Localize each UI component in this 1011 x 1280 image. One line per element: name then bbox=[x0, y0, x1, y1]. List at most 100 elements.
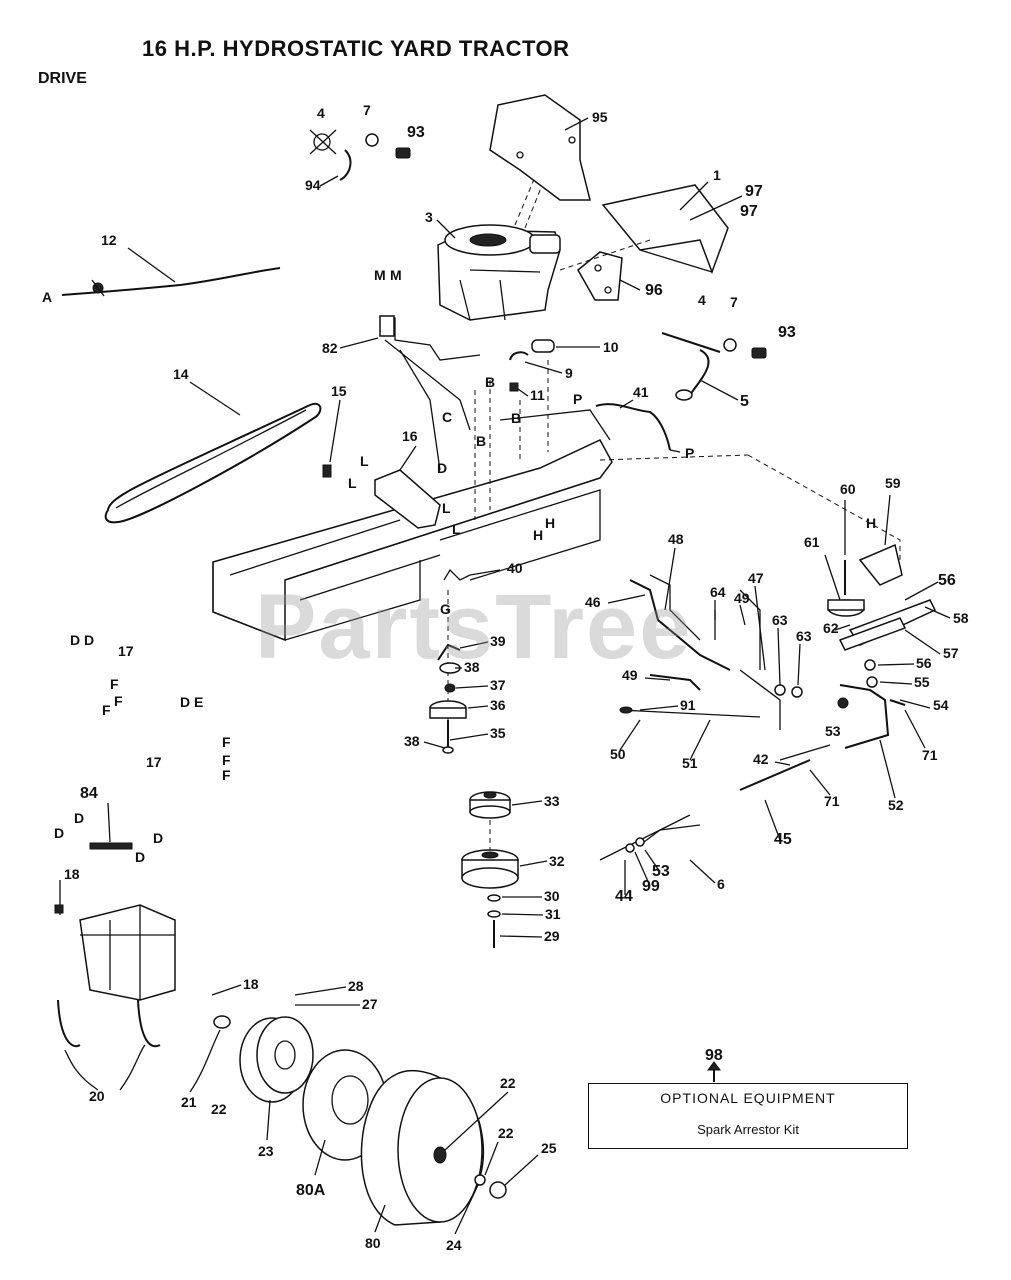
svg-text:58: 58 bbox=[953, 610, 969, 626]
svg-text:33: 33 bbox=[544, 793, 560, 809]
svg-text:16: 16 bbox=[402, 428, 418, 444]
svg-text:5: 5 bbox=[740, 393, 749, 410]
optional-equipment-ref: 98 bbox=[705, 1047, 723, 1064]
svg-text:P: P bbox=[685, 445, 694, 461]
svg-text:18: 18 bbox=[243, 976, 259, 992]
svg-text:B: B bbox=[485, 374, 495, 390]
rod-41 bbox=[595, 403, 681, 453]
svg-text:55: 55 bbox=[914, 674, 930, 690]
tractor-frame bbox=[212, 409, 901, 642]
svg-text:1: 1 bbox=[713, 167, 721, 183]
svg-text:A: A bbox=[42, 289, 52, 305]
svg-text:38: 38 bbox=[404, 733, 420, 749]
svg-text:H: H bbox=[533, 527, 543, 543]
svg-text:39: 39 bbox=[490, 633, 506, 649]
svg-text:D: D bbox=[54, 825, 64, 841]
svg-text:97: 97 bbox=[740, 203, 758, 220]
svg-text:57: 57 bbox=[943, 645, 959, 661]
transmission bbox=[54, 842, 176, 1048]
svg-text:9: 9 bbox=[565, 365, 573, 381]
svg-text:38: 38 bbox=[464, 659, 480, 675]
svg-text:M: M bbox=[390, 267, 402, 283]
optional-equipment-box: OPTIONAL EQUIPMENT Spark Arrestor Kit bbox=[588, 1083, 908, 1149]
svg-text:L: L bbox=[442, 500, 451, 516]
svg-text:6: 6 bbox=[717, 876, 725, 892]
svg-text:45: 45 bbox=[774, 831, 792, 848]
svg-text:4: 4 bbox=[317, 105, 325, 121]
svg-text:29: 29 bbox=[544, 928, 560, 944]
svg-text:L: L bbox=[348, 475, 357, 491]
svg-text:91: 91 bbox=[680, 697, 696, 713]
svg-text:F: F bbox=[222, 767, 231, 783]
svg-text:12: 12 bbox=[101, 232, 117, 248]
svg-text:40: 40 bbox=[507, 560, 523, 576]
svg-text:63: 63 bbox=[772, 612, 788, 628]
svg-text:36: 36 bbox=[490, 697, 506, 713]
callout-labels: 4 7 93 94 95 1 97 97 3 12 A M M 96 4 7 9… bbox=[42, 102, 969, 1253]
svg-text:F: F bbox=[110, 676, 119, 692]
fittings bbox=[509, 339, 555, 392]
tire-assembly bbox=[302, 1049, 507, 1226]
svg-text:99: 99 bbox=[642, 878, 660, 895]
svg-text:64: 64 bbox=[710, 584, 726, 600]
svg-text:4: 4 bbox=[698, 292, 706, 308]
svg-text:84: 84 bbox=[80, 785, 98, 802]
svg-text:H: H bbox=[866, 515, 876, 531]
svg-text:27: 27 bbox=[362, 996, 378, 1012]
svg-text:32: 32 bbox=[549, 853, 565, 869]
svg-text:71: 71 bbox=[824, 793, 840, 809]
svg-text:30: 30 bbox=[544, 888, 560, 904]
svg-text:E: E bbox=[194, 694, 203, 710]
long-rods bbox=[599, 744, 831, 861]
lever-assembly bbox=[619, 543, 937, 749]
svg-text:18: 18 bbox=[64, 866, 80, 882]
svg-text:G: G bbox=[440, 601, 451, 617]
svg-text:35: 35 bbox=[490, 725, 506, 741]
svg-text:48: 48 bbox=[668, 531, 684, 547]
svg-text:51: 51 bbox=[682, 755, 698, 771]
svg-text:7: 7 bbox=[363, 102, 371, 118]
svg-text:28: 28 bbox=[348, 978, 364, 994]
svg-text:50: 50 bbox=[610, 746, 626, 762]
svg-text:37: 37 bbox=[490, 677, 506, 693]
svg-text:14: 14 bbox=[173, 366, 189, 382]
svg-text:59: 59 bbox=[885, 475, 901, 491]
svg-text:94: 94 bbox=[305, 177, 321, 193]
svg-text:53: 53 bbox=[825, 723, 841, 739]
svg-text:82: 82 bbox=[322, 340, 338, 356]
section-subtitle: DRIVE bbox=[38, 70, 87, 87]
svg-text:F: F bbox=[102, 702, 111, 718]
svg-text:M: M bbox=[374, 267, 386, 283]
svg-text:11: 11 bbox=[530, 387, 545, 403]
svg-text:23: 23 bbox=[258, 1143, 274, 1159]
shield-plate bbox=[489, 94, 591, 201]
svg-text:10: 10 bbox=[603, 339, 619, 355]
hub-parts bbox=[213, 1015, 314, 1103]
svg-text:17: 17 bbox=[118, 643, 134, 659]
svg-text:D: D bbox=[153, 830, 163, 846]
svg-text:P: P bbox=[573, 391, 582, 407]
optional-equipment-item: Spark Arrestor Kit bbox=[697, 1122, 799, 1137]
svg-text:93: 93 bbox=[778, 324, 796, 341]
svg-text:93: 93 bbox=[407, 124, 425, 141]
svg-text:21: 21 bbox=[181, 1094, 197, 1110]
svg-text:D: D bbox=[437, 460, 447, 476]
leader-lines bbox=[64, 117, 951, 1235]
svg-text:41: 41 bbox=[633, 384, 649, 400]
control-bracket bbox=[379, 315, 549, 520]
svg-text:3: 3 bbox=[425, 209, 433, 225]
svg-text:D: D bbox=[135, 849, 145, 865]
svg-text:22: 22 bbox=[211, 1101, 227, 1117]
svg-text:52: 52 bbox=[888, 797, 904, 813]
center-stack-upper bbox=[429, 568, 471, 754]
svg-text:25: 25 bbox=[541, 1140, 557, 1156]
svg-text:61: 61 bbox=[804, 534, 820, 550]
svg-text:D: D bbox=[84, 632, 94, 648]
svg-text:95: 95 bbox=[592, 109, 608, 125]
svg-text:49: 49 bbox=[734, 590, 750, 606]
top-linkage bbox=[309, 129, 411, 181]
svg-text:31: 31 bbox=[545, 906, 561, 922]
svg-text:62: 62 bbox=[823, 620, 839, 636]
drive-belt bbox=[104, 402, 322, 524]
